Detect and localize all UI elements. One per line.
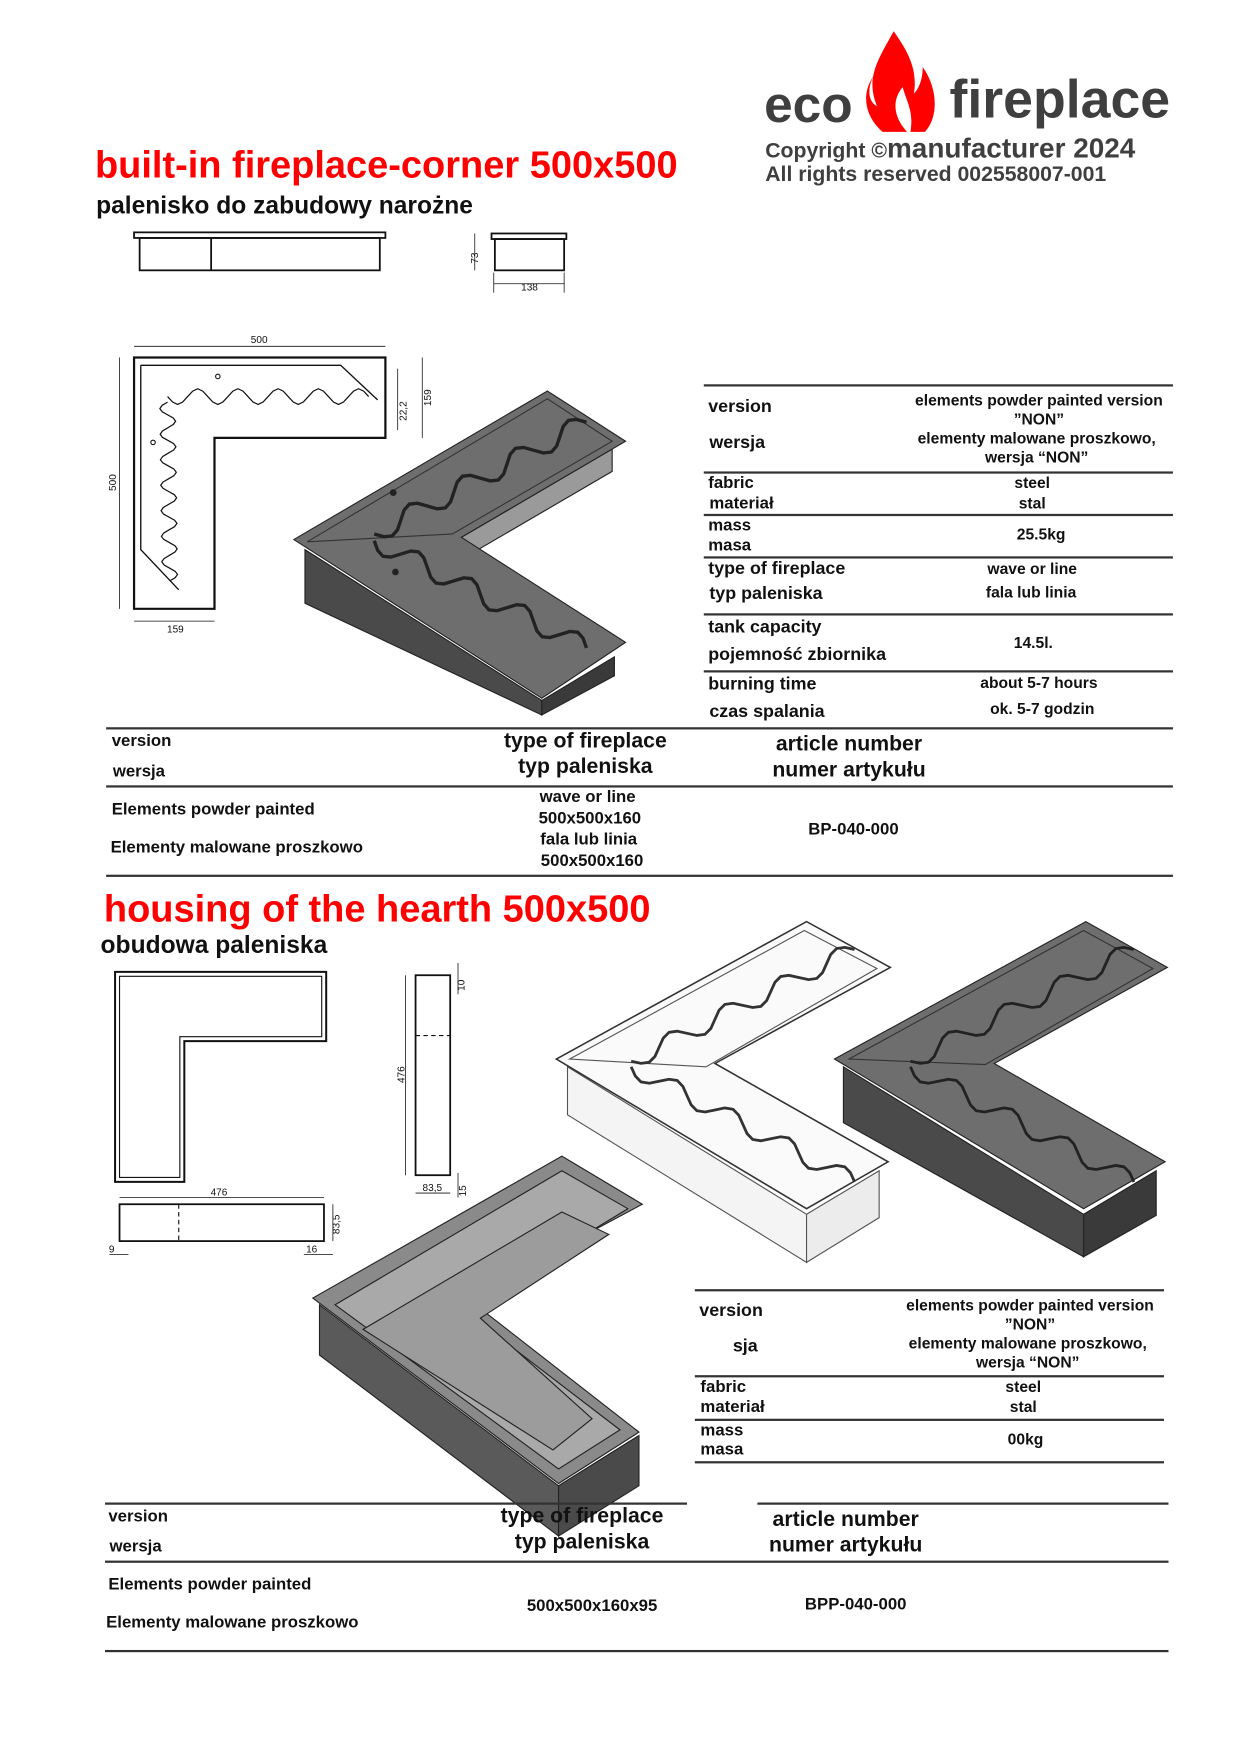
cell-version-pl: Elementy malowane proszkowo [110, 837, 363, 857]
column-header-wersja: wersja [109, 1537, 162, 1557]
dim-housing-front-height: 83,5 [332, 1214, 343, 1234]
dim-plan-top: 500 [251, 335, 268, 346]
column-header-article-pl: numer artykułu [768, 1533, 923, 1558]
dim-plan-left: 500 [108, 474, 119, 491]
spec-label: wersja [709, 433, 766, 453]
cell-version: Elements powder painted [108, 1575, 312, 1595]
front-elevation-drawing [133, 231, 387, 272]
assembled-fireplace-render [833, 920, 1169, 1258]
dim-plan-bottom: 159 [167, 624, 184, 635]
cell-version: Elements powder painted [111, 799, 315, 819]
column-header-version: version [111, 731, 172, 751]
spec-label: tank capacity [708, 617, 822, 637]
spec-label: fabric [708, 473, 754, 493]
spec-value: elements powder painted version [906, 1295, 1154, 1314]
dim-housing-side-top: 10 [457, 979, 468, 991]
spec-label: materiał [700, 1397, 765, 1417]
cell-article-number: BPP-040-000 [804, 1595, 907, 1615]
spec-value: wave or line [987, 559, 1077, 578]
spec-value: elementy malowane proszkowo, [908, 1333, 1147, 1352]
dim-plan-right: 159 [423, 389, 434, 406]
column-header-type-pl: typ paleniska [518, 755, 653, 779]
cell-type: 500x500x160 [540, 851, 644, 871]
side-elevation-drawing [474, 232, 568, 293]
dim-side-height: 73 [470, 252, 481, 264]
spec-label: pojemność zbiornika [708, 645, 887, 665]
housing-front-drawing [109, 1197, 334, 1255]
spec-label: masa [700, 1439, 744, 1459]
cell-type: wave or line [539, 787, 636, 807]
logo-fireplace: fireplace [949, 70, 1171, 130]
cell-type: 500x500x160x95 [526, 1596, 658, 1616]
section2-subtitle: obudowa paleniska [100, 930, 328, 959]
dim-housing-front-width: 476 [211, 1187, 228, 1198]
spec-value: elementy malowane proszkowo, [917, 428, 1156, 447]
spec-label: version [708, 397, 772, 417]
cell-version-pl: Elementy malowane proszkowo [106, 1613, 359, 1633]
section2-title: housing of the hearth 500x500 [103, 888, 651, 931]
column-header-article: article number [775, 732, 923, 757]
transparent-assembly-render [554, 920, 892, 1264]
spec-label: burning time [708, 674, 817, 694]
spec-value: about 5-7 hours [980, 673, 1098, 692]
dim-housing-side-width: 83,5 [423, 1183, 443, 1194]
logo-eco: eco [764, 74, 853, 133]
spec-value: ok. 5-7 godzin [990, 699, 1095, 718]
spec-label: masa [708, 536, 752, 556]
cell-type: fala lub linia [540, 830, 638, 849]
dim-side-width: 138 [521, 282, 538, 293]
copyright-manufacturer: manufacturer 2024 [886, 132, 1136, 165]
spec-label: materiał [709, 493, 774, 513]
logo-copyright: Copyright ©manufacturer 2024 [765, 133, 1135, 165]
logo-rights: All rights reserved 002558007-001 [765, 163, 1107, 187]
column-header-article-pl: numer artykułu [772, 758, 926, 782]
spec-value: steel [1014, 473, 1051, 492]
dim-housing-side-height: 476 [396, 1066, 407, 1083]
spec-label: type of fireplace [708, 559, 846, 579]
spec-value: ”NON” [1013, 409, 1065, 428]
spec-label: typ paleniska [709, 584, 823, 604]
spec-label: mass [708, 516, 752, 536]
dim-housing-front-left: 9 [109, 1244, 115, 1255]
cell-type: 500x500x160 [538, 808, 642, 828]
section1-subtitle: palenisko do zabudowy narożne [96, 191, 473, 219]
dim-housing-front-right: 16 [306, 1244, 318, 1255]
spec-value: ”NON” [1004, 1314, 1056, 1333]
column-header-wersja: wersja [112, 761, 165, 781]
copyright-prefix: Copyright © [765, 139, 887, 164]
spec-value: elements powder painted version [915, 390, 1163, 409]
spec-value: 14.5l. [1013, 633, 1053, 652]
spec-label: czas spalania [709, 702, 825, 722]
column-header-type: type of fireplace [500, 1504, 664, 1529]
fireplace-3d-render [292, 390, 627, 716]
spec-label: sja [732, 1337, 758, 1357]
plan-view-drawing [119, 345, 423, 622]
spec-value: stal [1009, 1397, 1037, 1416]
spec-label: mass [700, 1420, 744, 1440]
spec-value: fala lub linia [985, 583, 1077, 601]
column-header-article: article number [772, 1508, 919, 1532]
housing-3d-render [311, 1155, 644, 1538]
spec-value: stal [1018, 493, 1046, 512]
housing-plan-drawing [114, 970, 328, 1183]
spec-value: wersja “NON” [976, 1352, 1080, 1371]
column-header-version: version [108, 1506, 168, 1526]
spec-label: fabric [700, 1377, 747, 1397]
housing-side-drawing [405, 962, 459, 1198]
dim-plan-right-small: 22,2 [399, 401, 410, 421]
column-header-type-pl: typ paleniska [514, 1530, 650, 1554]
spec-value: 00kg [1007, 1429, 1044, 1448]
spec-value: steel [1005, 1377, 1042, 1396]
section1-title: built-in fireplace-corner 500x500 [94, 144, 678, 187]
spec-value: wersja “NON” [984, 447, 1089, 466]
column-header-type: type of fireplace [503, 729, 667, 753]
dim-housing-side-bottom: 15 [458, 1185, 469, 1197]
cell-article-number: BP-040-000 [808, 819, 899, 839]
spec-label: version [699, 1301, 763, 1321]
spec-value: 25.5kg [1016, 525, 1066, 543]
